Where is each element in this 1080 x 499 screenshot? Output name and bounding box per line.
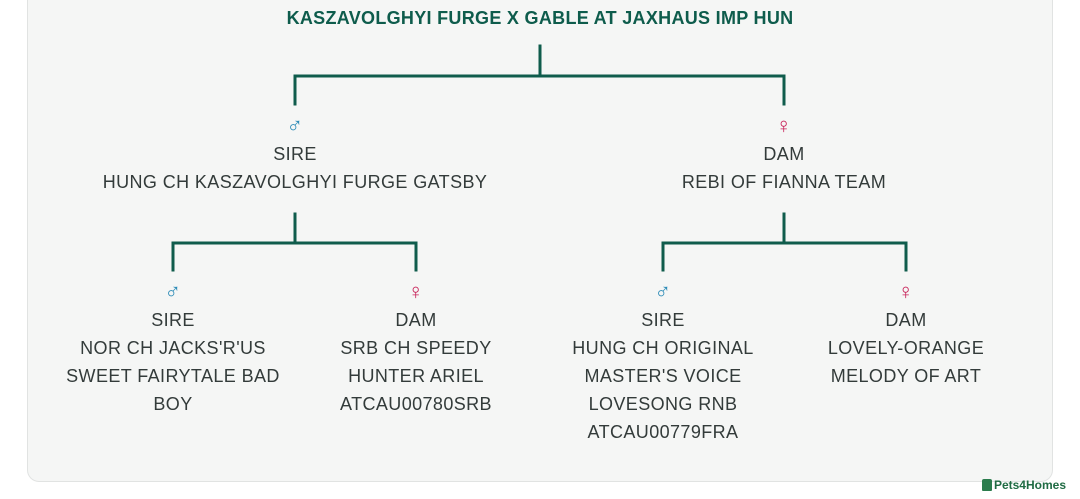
dam-sire-role-label: SIRE: [641, 310, 685, 330]
dam-sire-name-line: LOVESONG RNB: [588, 394, 738, 414]
dam-dam-name-line: MELODY OF ART: [830, 366, 982, 386]
dam-sire-name-line: HUNG CH ORIGINAL: [572, 338, 754, 358]
dam-name: REBI OF FIANNA TEAM: [681, 172, 887, 192]
dam-dam-name-line: LOVELY-ORANGE: [827, 338, 985, 358]
dam-role-label: DAM: [763, 144, 805, 164]
sire-dam-name-line: SRB CH SPEEDY: [340, 338, 492, 358]
dam-dam-node: ♀ DAM LOVELY-ORANGE MELODY OF ART: [806, 278, 1006, 390]
sire-sire-role-label: SIRE: [151, 310, 195, 330]
sire-sire-name-line: NOR CH JACKS'R'US: [80, 338, 266, 358]
dam-sire-node: ♂ SIRE HUNG CH ORIGINAL MASTER'S VOICE L…: [553, 278, 773, 446]
sire-sire-node: ♂ SIRE NOR CH JACKS'R'US SWEET FAIRYTALE…: [53, 278, 293, 418]
dam-sire-name-line: MASTER'S VOICE: [584, 366, 742, 386]
female-symbol-icon: ♀: [897, 279, 915, 304]
dam-dam-role-label: DAM: [885, 310, 927, 330]
pets4homes-logo: Pets4Homes: [981, 478, 1066, 492]
sire-node: ♂ SIRE HUNG CH KASZAVOLGHYI FURGE GATSBY: [95, 112, 495, 196]
pedigree-panel: [27, 0, 1053, 482]
sire-name: HUNG CH KASZAVOLGHYI FURGE GATSBY: [102, 172, 488, 192]
female-symbol-icon: ♀: [775, 113, 793, 138]
sire-sire-name-line: SWEET FAIRYTALE BAD: [66, 366, 280, 386]
dam-sire-name-line: ATCAU00779FRA: [587, 422, 739, 442]
sire-role-label: SIRE: [273, 144, 317, 164]
house-logo-icon: [981, 479, 992, 491]
female-symbol-icon: ♀: [407, 279, 425, 304]
sire-dam-name-line: ATCAU00780SRB: [340, 394, 492, 414]
logo-text: Pets4Homes: [993, 478, 1066, 492]
sire-dam-name-line: HUNTER ARIEL: [348, 366, 484, 386]
sire-dam-role-label: DAM: [395, 310, 437, 330]
male-symbol-icon: ♂: [654, 279, 672, 304]
male-symbol-icon: ♂: [286, 113, 304, 138]
sire-sire-name-line: BOY: [153, 394, 193, 414]
pedigree-title: KASZAVOLGHYI FURGE X GABLE AT JAXHAUS IM…: [286, 8, 794, 28]
sire-dam-node: ♀ DAM SRB CH SPEEDY HUNTER ARIEL ATCAU00…: [306, 278, 526, 418]
dam-node: ♀ DAM REBI OF FIANNA TEAM: [634, 112, 934, 196]
male-symbol-icon: ♂: [164, 279, 182, 304]
